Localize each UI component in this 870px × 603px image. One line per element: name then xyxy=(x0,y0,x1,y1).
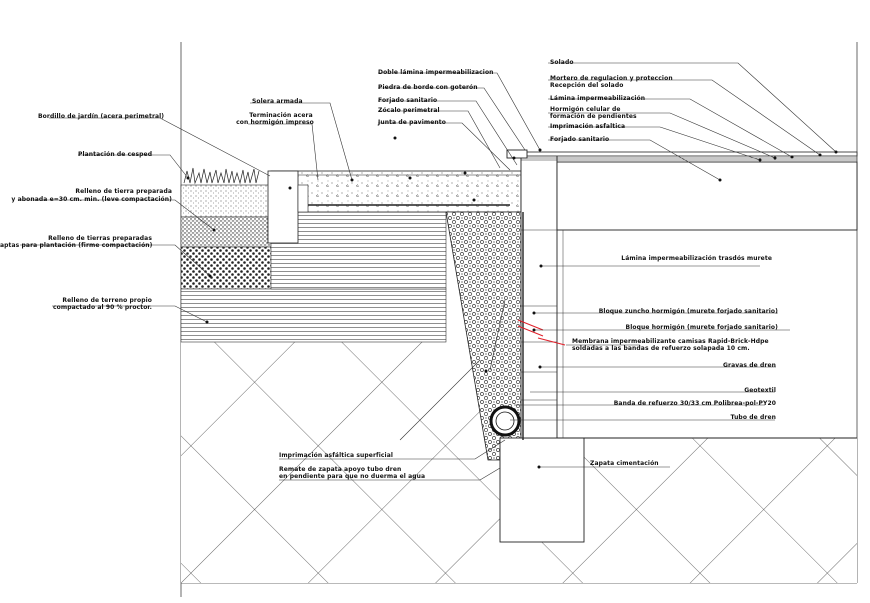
label-bloque-zuncho: Bloque zuncho hormigón (murete forjado s… xyxy=(598,308,778,315)
compacted-fill-layer xyxy=(180,288,447,343)
label-imprimacion-asfaltica: Imprimación asfaltica xyxy=(550,123,626,130)
footing xyxy=(499,437,585,543)
label-hormigon-celular: Hormigón celular de xyxy=(550,106,621,113)
label-relleno-terreno-1: Relleno de terreno propio xyxy=(62,297,152,304)
ground-diamond-hatch-right xyxy=(500,438,857,583)
label-junta: Junta de pavimento xyxy=(378,119,446,126)
label-doble-lamina: Doble lámina impermeabilizacion xyxy=(378,69,494,76)
grass-strokes xyxy=(183,167,260,185)
leader-lines xyxy=(20,62,837,481)
red-band-3 xyxy=(537,337,566,346)
label-forjado-sanitario: Forjado sanitario xyxy=(378,97,438,104)
label-zocalo: Zócalo perimetral xyxy=(378,107,440,114)
label-lamina-muro: Lámina impermeabilización trasdós murete xyxy=(621,255,772,262)
label-mortero: Mortero de regulacion y proteccion xyxy=(550,75,673,82)
label-terminacion-1: Terminación acera xyxy=(249,112,313,119)
ground-diamond-hatch-left xyxy=(181,342,481,583)
label-imprimacion-superficial: Imprimación asfáltica superficial xyxy=(279,452,393,459)
label-lamina-imper: Lámina impermeabilización xyxy=(550,95,646,102)
label-relleno-terreno-2: compactado al 90 % proctor. xyxy=(53,304,152,311)
label-recepcion: Recepción del solado xyxy=(550,82,624,89)
label-remate-1: Remate de zapata apoyo tubo dren xyxy=(279,466,402,473)
sanitary-slab xyxy=(556,161,858,231)
floor-finish-solado xyxy=(509,151,858,157)
label-bloque-hormigon: Bloque hormigón (murete forjado sanitari… xyxy=(625,324,778,331)
label-forjado-sanitario-right: Forjado sanitario xyxy=(550,136,610,143)
label-solado: Solado xyxy=(550,59,574,66)
turf-layer xyxy=(180,184,272,218)
label-tubo: Tubo de dren xyxy=(730,414,776,421)
red-band-1 xyxy=(517,319,544,331)
label-plantacion: Plantación de cesped xyxy=(78,151,153,158)
edge-stone xyxy=(506,149,528,159)
label-terminacion-2: con hormigón impreso xyxy=(236,119,314,126)
label-relleno-tierras-2: aptas para plantación (firme compactació… xyxy=(0,242,153,249)
curb-block-inner xyxy=(297,184,309,213)
label-relleno-tierra-1: Relleno de tierra preparada xyxy=(75,188,172,195)
prepared-soil-layer xyxy=(180,216,272,248)
label-solera: Solera armada xyxy=(252,98,303,105)
label-membrana-2: soldadas a las bandas de refuerzo solapa… xyxy=(572,345,750,352)
label-banda: Banda de refuerzo 30/33 cm Polibrea-pol-… xyxy=(613,400,776,407)
label-gravas: Gravas de dren xyxy=(722,362,776,369)
planting-soil-layer xyxy=(180,246,272,290)
red-band-2 xyxy=(517,325,544,337)
label-formacion: formación de pendientes xyxy=(550,113,637,120)
marker-dots xyxy=(186,136,838,469)
garden-curb xyxy=(267,170,299,244)
label-membrana-1: Membrana impermeabilizante camisas Rapid… xyxy=(572,338,769,345)
drain-pipe-inner xyxy=(495,411,515,431)
label-zapata: Zapata cimentación xyxy=(590,460,659,467)
label-relleno-tierras-1: Relleno de tierras preparadas xyxy=(48,235,152,242)
label-remate-2: en pendiente para que no duerma el agua xyxy=(279,473,426,480)
label-piedra-borde: Piedra de borde con goterón xyxy=(378,84,478,91)
label-geotextil: Geotextil xyxy=(744,387,776,394)
sidewalk-slab xyxy=(270,170,522,213)
label-bordillo: Bordillo de jardín (acera perimetral) xyxy=(38,113,165,120)
mid-fill-layer xyxy=(270,211,447,290)
label-relleno-tierra-2: y abonada e=30 cm. min. (leve compactaci… xyxy=(11,196,172,203)
perimeter-wall xyxy=(520,154,558,439)
